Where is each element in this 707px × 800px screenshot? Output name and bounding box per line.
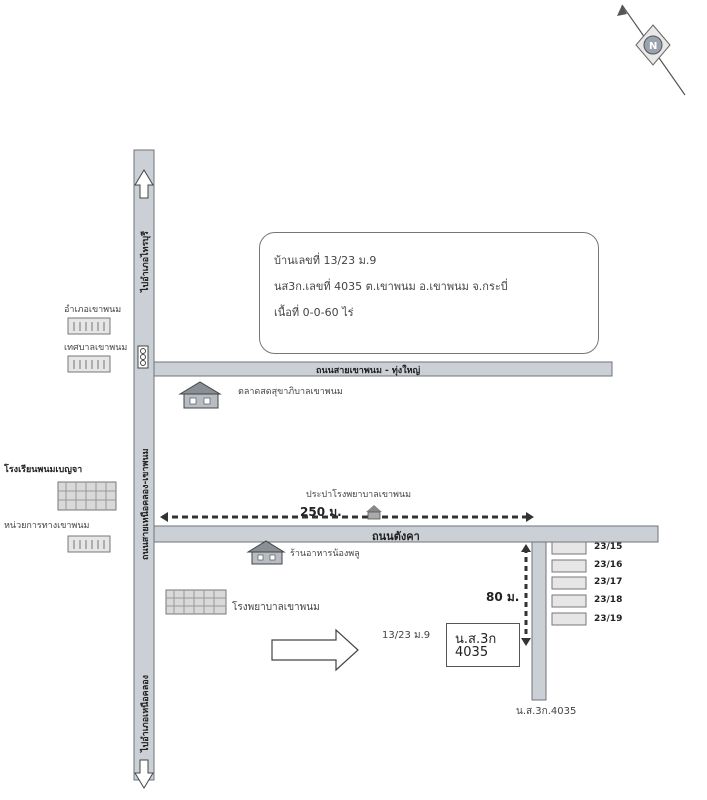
side-road xyxy=(531,541,547,701)
hospital-label: โรงพยาบาลเขาพนม xyxy=(232,602,320,613)
house-number: 23/15 xyxy=(594,542,623,552)
forestry-label: หน่วยการทางเขาพนม xyxy=(4,521,90,531)
vertical-road-label: ถนนสายเหนือคลอง-เขาพนม xyxy=(141,448,151,560)
plot-box-line2: 4035 xyxy=(455,645,489,660)
south-arrow-icon xyxy=(134,759,154,789)
info-area: เนื้อที่ 0-0-60 ไร่ xyxy=(274,306,354,319)
to-north-label: ไปอำเภอไทรบุรี xyxy=(141,231,151,292)
info-title-deed: นส3ก.เลขที่ 4035 ต.เขาพนม อ.เขาพนม จ.กระ… xyxy=(274,280,508,293)
market-label: ตลาดสดสุขาภิบาลเขาพนม xyxy=(238,387,343,397)
house-number: 23/18 xyxy=(594,595,623,605)
info-house-number: บ้านเลขที่ 13/23 ม.9 xyxy=(274,254,377,267)
gate-label: ประปาโรงพยาบาลเขาพนม xyxy=(306,490,412,500)
north-arrow-icon xyxy=(134,169,154,199)
upper-road-label: ถนนสายเขาพนม - ทุ่งใหญ่ xyxy=(316,366,421,376)
plot-side-label: น.ส.3ก.4035 xyxy=(516,706,577,717)
forestry-icon xyxy=(67,535,111,553)
house-number: 23/19 xyxy=(594,614,623,624)
property-info-box: บ้านเลขที่ 13/23 ม.9 นส3ก.เลขที่ 4035 ต.… xyxy=(259,232,599,354)
plot-box-line1: น.ส.3ก xyxy=(455,632,497,647)
restaurant-icon xyxy=(246,540,286,565)
district-office-label: อำเภอเขาพนม xyxy=(64,305,122,315)
school-label: โรงเรียนพนมเบญจา xyxy=(4,465,83,475)
plot-house-number: 13/23 ม.9 xyxy=(382,630,431,641)
distance-250-label: 250 ม. xyxy=(300,505,342,519)
plot-box: น.ส.3ก 4035 xyxy=(446,623,520,667)
compass-icon: N xyxy=(617,4,686,96)
school-icon xyxy=(57,481,117,511)
traffic-light-icon xyxy=(137,345,149,369)
compass-letter: N xyxy=(649,41,657,52)
house-number: 23/16 xyxy=(594,560,623,570)
upper-road xyxy=(153,361,613,377)
main-road-label: ถนนตังคา xyxy=(372,530,420,543)
house-number: 23/17 xyxy=(594,577,623,587)
restaurant-label: ร้านอาหารน้องพลู xyxy=(290,549,360,559)
municipality-label: เทศบาลเขาพนม xyxy=(64,343,128,353)
to-south-label: ไปอำเภอเหนือคลอง xyxy=(141,674,151,752)
market-icon xyxy=(178,381,222,409)
municipality-icon xyxy=(67,355,111,373)
main-road xyxy=(153,525,659,543)
distance-80-label: 80 ม. xyxy=(486,590,520,604)
house-buildings xyxy=(551,541,587,626)
hospital-icon xyxy=(165,589,227,615)
gate-icon xyxy=(366,505,382,520)
plot-arrow-icon xyxy=(271,628,359,672)
district-office-icon xyxy=(67,317,111,335)
